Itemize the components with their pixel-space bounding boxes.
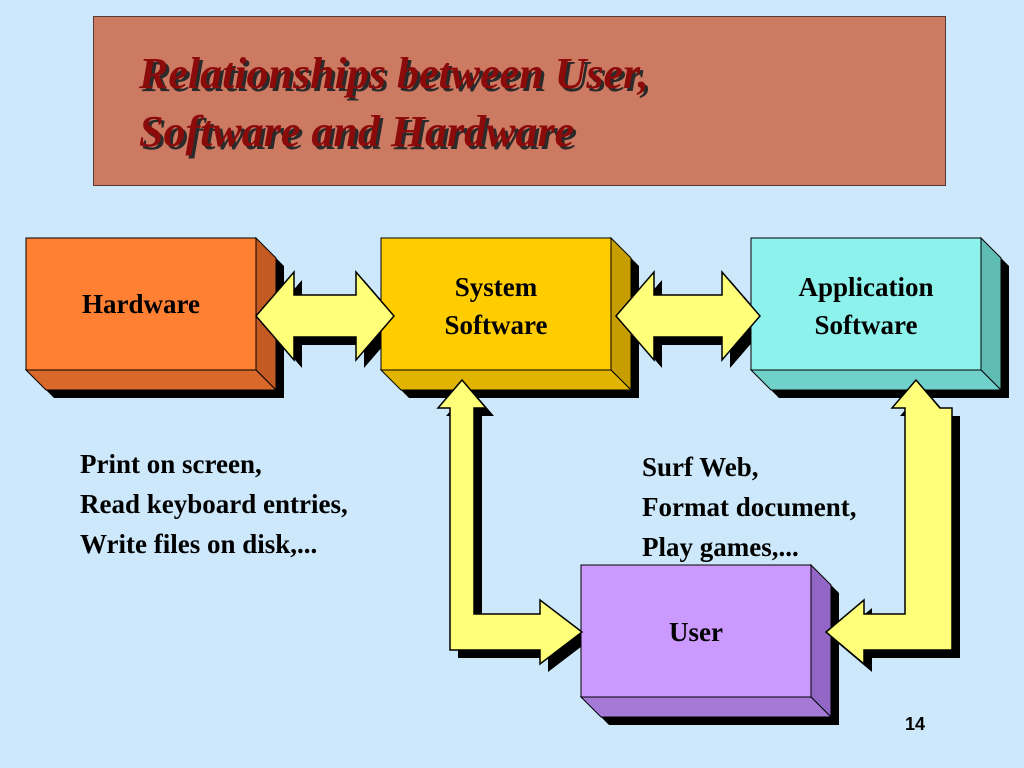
application-example-3: Play games,... — [642, 532, 799, 562]
arrow-sys-user-shadow — [446, 388, 590, 672]
application-example-1: Surf Web, — [642, 452, 759, 482]
application-software-examples: Surf Web, Format document, Play games,..… — [642, 447, 856, 567]
arrow-system-software-user — [436, 378, 584, 666]
system-example-1: Print on screen, — [80, 449, 262, 479]
user-label: User — [581, 613, 811, 651]
application-software-label: Application Software — [751, 268, 981, 344]
application-example-2: Format document, — [642, 492, 857, 522]
system-software-block — [379, 236, 633, 392]
user-block — [579, 563, 833, 719]
hardware-label: Hardware — [26, 285, 256, 323]
system-software-label: System Software — [381, 268, 611, 344]
system-example-3: Write files on disk,... — [80, 529, 318, 559]
arrow-system-application-software — [615, 269, 761, 363]
system-software-label-line-1: System — [454, 272, 538, 302]
application-software-label-line-2: Software — [814, 310, 918, 340]
user-label-text: User — [669, 617, 723, 647]
title-box: Relationships between User, Software and… — [93, 16, 946, 186]
system-software-label-line-2: Software — [444, 310, 548, 340]
slide-title-line-2: Software and Hardware — [139, 107, 575, 156]
application-software-label-line-1: Application — [798, 272, 934, 302]
system-example-2: Read keyboard entries, — [80, 489, 348, 519]
page-number: 14 — [905, 714, 926, 734]
application-software-block — [749, 236, 1003, 392]
slide-title-line-1: Relationships between User, — [139, 49, 649, 98]
slide-title: Relationships between User, Software and… — [139, 45, 649, 161]
arrow-hardware-system-software — [255, 269, 395, 363]
arrow-application-software-user — [824, 378, 953, 666]
system-software-examples: Print on screen, Read keyboard entries, … — [80, 444, 348, 564]
hardware-label-text: Hardware — [82, 289, 200, 319]
